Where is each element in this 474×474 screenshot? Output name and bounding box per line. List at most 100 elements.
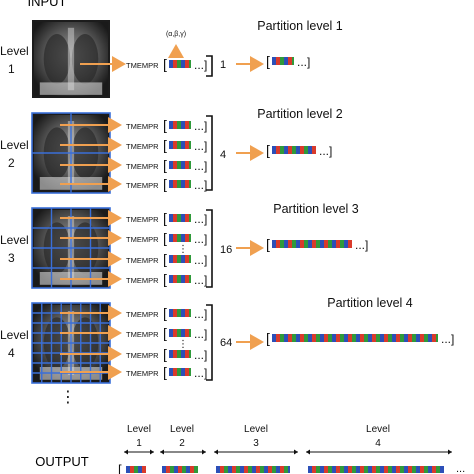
bracket-open: [ [163, 157, 167, 173]
feature-block [280, 466, 284, 473]
feature-block [276, 57, 280, 65]
feature-block [181, 255, 185, 263]
feature-vector: [...] [163, 230, 207, 246]
feature-block [177, 180, 181, 188]
feature-block [177, 60, 181, 68]
feature-block [185, 161, 189, 169]
level-2-group: Level2TMEMPR[...]TMEMPR[...]TMEMPR[...]T… [0, 107, 343, 194]
feature-block [169, 214, 173, 222]
bracket-close: ...] [194, 58, 207, 72]
feature-block [340, 334, 344, 342]
feature-block [264, 466, 268, 473]
feature-block [412, 334, 416, 342]
feature-block [177, 121, 181, 129]
feature-block [173, 161, 177, 169]
feature-block [181, 350, 185, 358]
feature-block [292, 146, 296, 154]
span-arrow-head-right [294, 449, 298, 455]
feature-block [170, 466, 174, 473]
bracket-open: [ [163, 305, 167, 321]
output-tail-ellipsis: ... [456, 463, 465, 474]
feature-block [340, 466, 344, 473]
level-2-number: 2 [8, 156, 15, 170]
input-label: INPUT [28, 0, 67, 9]
tmempr-label: TMEMPR [126, 330, 159, 339]
bracket-open: [ [266, 53, 270, 69]
feature-block [276, 334, 280, 342]
feature-block [304, 146, 308, 154]
feature-block [408, 334, 412, 342]
level-4-group: Level4TMEMPR[...]TMEMPR[...]TMEMPR[...]T… [0, 296, 454, 384]
feature-block [280, 334, 284, 342]
output-level-number: 3 [253, 438, 259, 449]
bracket-open: [ [266, 142, 270, 158]
feature-block [185, 368, 189, 376]
feature-block [189, 309, 191, 317]
feature-block [181, 368, 185, 376]
feature-block [316, 466, 320, 473]
feature-vector: [...] [163, 176, 207, 192]
feature-block [181, 121, 185, 129]
tmempr-label: TMEMPR [126, 215, 159, 224]
feature-block [420, 466, 424, 473]
feature-block [169, 309, 173, 317]
feature-block [292, 334, 296, 342]
bracket-open: [ [163, 364, 167, 380]
feature-block [134, 466, 138, 473]
tmempr-label: TMEMPR [126, 351, 159, 360]
feature-block [177, 350, 181, 358]
param-label: (α,β,γ) [166, 31, 186, 38]
feature-vector-strip [169, 180, 191, 188]
feature-block [256, 466, 260, 473]
bracket-open: [ [163, 210, 167, 226]
output-bracket-open: [ [118, 462, 122, 474]
feature-block [189, 161, 191, 169]
output-level-number: 1 [136, 438, 142, 449]
feature-block [296, 146, 300, 154]
feature-block [189, 329, 191, 337]
feature-block [304, 240, 308, 248]
feature-block [177, 368, 181, 376]
feature-block [396, 334, 400, 342]
bracket-close: ...] [194, 253, 207, 267]
feature-block [332, 466, 336, 473]
partition-count: 1 [220, 59, 226, 71]
feature-block [260, 466, 264, 473]
feature-block [284, 466, 288, 473]
span-arrow-head-right [150, 449, 154, 455]
feature-block [173, 255, 177, 263]
bracket-open: [ [163, 271, 167, 287]
feature-block [177, 234, 181, 242]
span-arrow-head-left [124, 449, 128, 455]
feature-vector-strip [169, 121, 191, 129]
feature-block [189, 350, 191, 358]
feature-block [380, 334, 384, 342]
feature-block [340, 240, 344, 248]
span-arrow-head-left [160, 449, 164, 455]
feature-vector-strip [169, 368, 191, 376]
right-brace [206, 209, 213, 288]
feature-block [348, 334, 352, 342]
feature-block [138, 466, 142, 473]
feature-block [364, 334, 368, 342]
bracket-open: [ [163, 137, 167, 153]
bracket-close: ...] [194, 348, 207, 362]
feature-block [420, 334, 424, 342]
level-4-number: 4 [8, 346, 15, 360]
feature-block [392, 334, 396, 342]
feature-block [372, 334, 376, 342]
feature-block [178, 466, 182, 473]
feature-vector-strip [272, 57, 294, 65]
feature-block [185, 214, 189, 222]
feature-block [432, 334, 436, 342]
feature-block [360, 466, 364, 473]
partition-title: Partition level 4 [327, 296, 413, 310]
feature-block [185, 350, 189, 358]
output-level-word: Level [127, 424, 151, 435]
feature-block [228, 466, 232, 473]
feature-block [177, 255, 181, 263]
bracket-open: [ [163, 56, 167, 72]
